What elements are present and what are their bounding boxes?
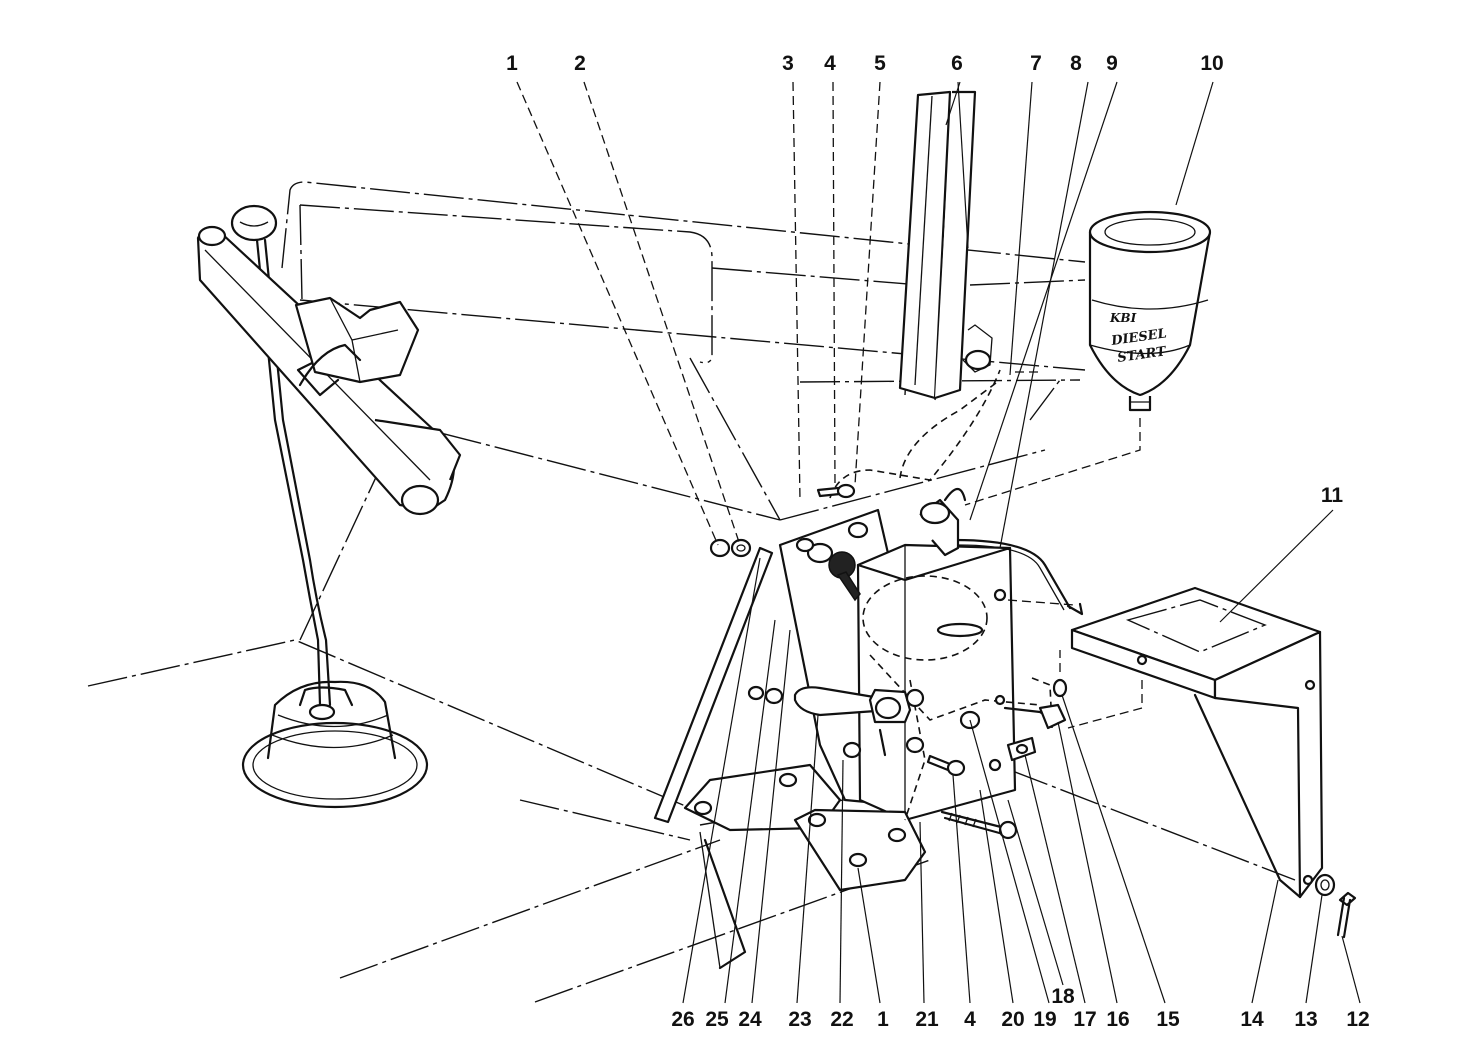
part-label-2: 2 [574,52,586,75]
part-label-23: 23 [788,1008,811,1031]
part-label-17: 17 [1073,1008,1096,1031]
steering-column [898,90,993,400]
part-label-15: 15 [1156,1008,1180,1031]
part-label-14: 14 [1240,1008,1264,1031]
canister-logo-start: START [1116,344,1168,366]
part-label-8: 8 [1070,52,1082,75]
part-label-3: 3 [782,52,794,75]
part-label-5: 5 [874,52,886,75]
diesel-start-canister: KBI DIESEL START [1088,210,1212,412]
part-label-18: 18 [1051,985,1075,1008]
part-label-1-top: 1 [506,52,518,75]
part-label-19: 19 [1033,1008,1056,1031]
part-label-22: 22 [830,1008,853,1031]
part-label-4-bottom: 4 [964,1008,976,1031]
part-label-21: 21 [915,1008,939,1031]
handbrake-arm [196,225,462,516]
assembly-leader-lines [516,81,1143,729]
part-label-26: 26 [671,1008,694,1031]
pump-mounting-bracket [653,508,1017,970]
part-label-1-bottom: 1 [877,1008,889,1031]
part-label-11: 11 [1321,484,1344,507]
canister-logo-kbi: KBI [1109,311,1137,325]
part-label-16: 16 [1106,1008,1129,1031]
part-label-4-top: 4 [824,52,836,75]
part-number-labels: 1 2 3 4 5 6 7 8 9 10 11 26 25 24 23 22 1… [506,52,1370,1031]
part-label-9: 9 [1106,52,1118,75]
part-label-24: 24 [738,1008,762,1031]
part-label-25: 25 [705,1008,729,1031]
shelf-bracket [1070,586,1357,939]
fittings [709,483,1084,840]
part-label-10: 10 [1200,52,1223,75]
part-label-12: 12 [1346,1008,1369,1031]
part-label-13: 13 [1294,1008,1317,1031]
part-label-7: 7 [1030,52,1042,75]
gear-lever-assembly [230,204,429,809]
part-label-6: 6 [951,52,963,75]
callout-leader-lines [682,81,1361,1004]
part-label-20: 20 [1001,1008,1024,1031]
